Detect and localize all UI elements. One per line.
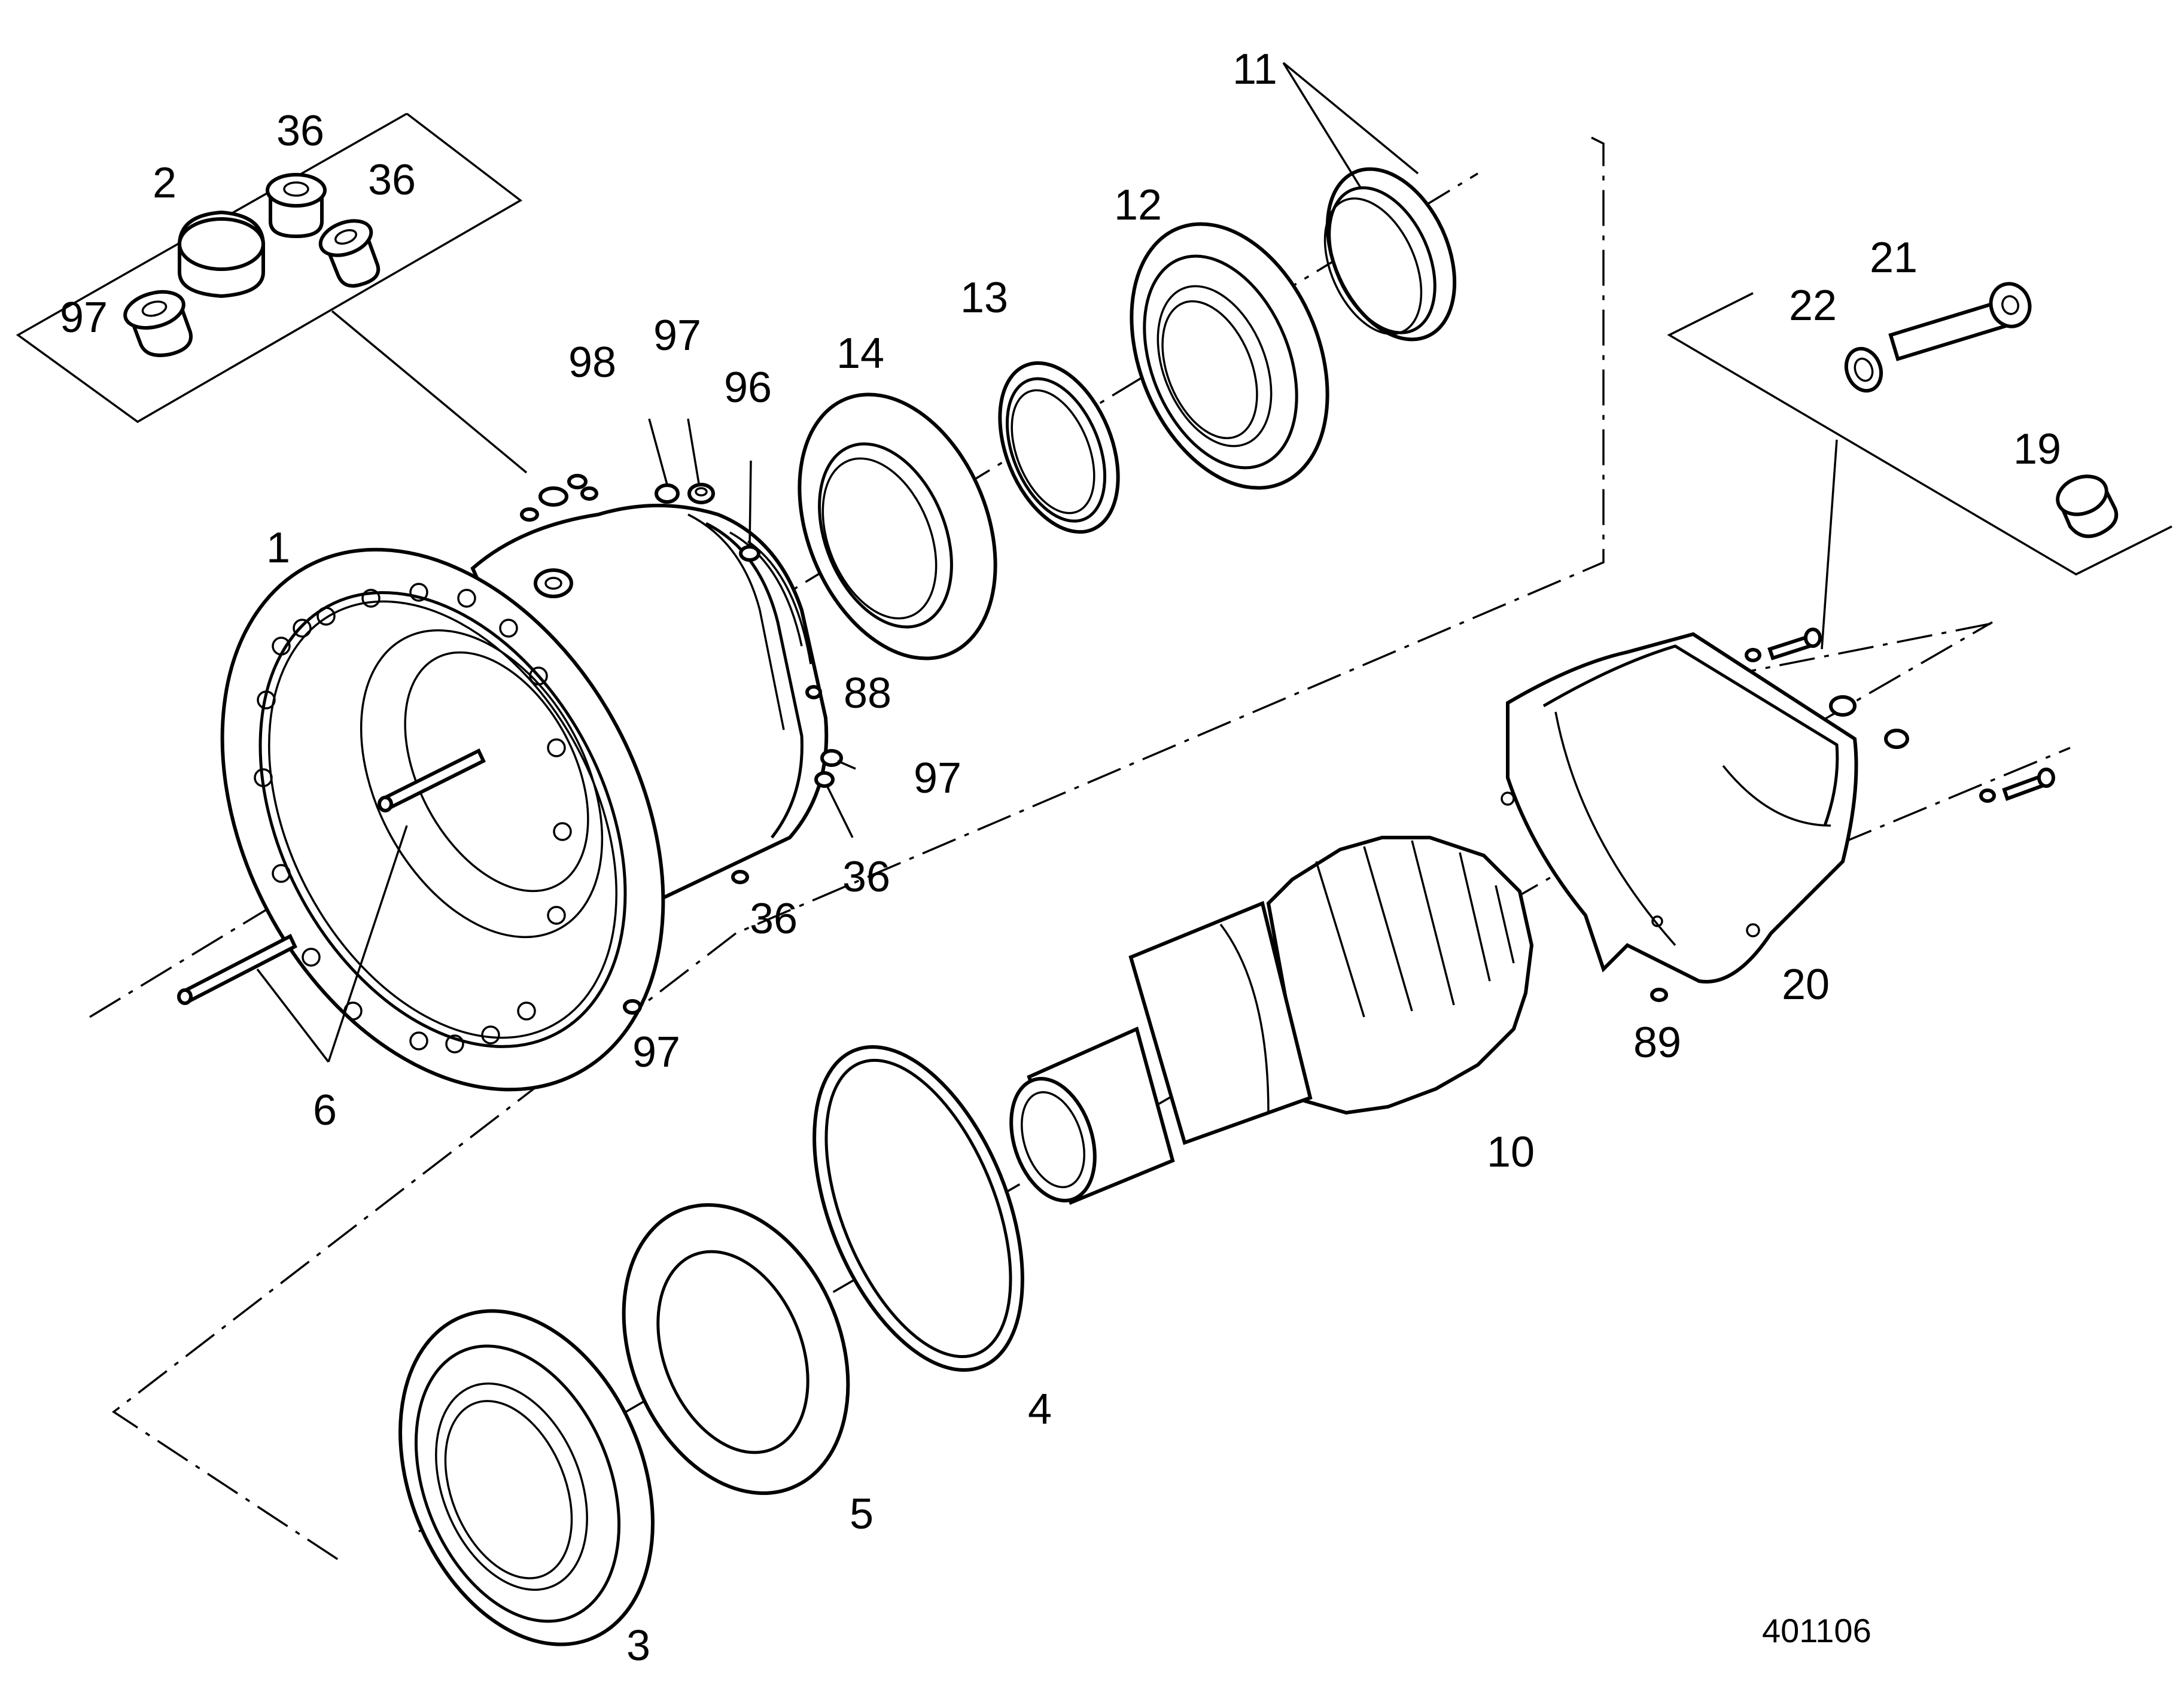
leader-lines bbox=[256, 62, 1419, 1063]
fitting-98 bbox=[655, 483, 680, 504]
fitting-36-bottom bbox=[731, 870, 749, 884]
callout-20: 20 bbox=[1782, 961, 1830, 1009]
callout-14: 14 bbox=[836, 330, 884, 377]
drawing-number: 401106 bbox=[1762, 1612, 1871, 1649]
cover-plugs bbox=[1650, 695, 1909, 1002]
fitting-97-right bbox=[820, 749, 843, 767]
bolt-21 bbox=[1888, 282, 2032, 361]
housing-top-plugs bbox=[520, 474, 598, 522]
housing-1 bbox=[220, 504, 829, 1092]
ring-11 bbox=[1323, 167, 1457, 342]
kit-frame-cover-hardware bbox=[1667, 292, 2172, 650]
callout-12: 12 bbox=[1114, 181, 1162, 229]
plug-cap-2 bbox=[178, 210, 265, 299]
callout-13: 13 bbox=[960, 274, 1008, 322]
callout-6: 6 bbox=[313, 1086, 337, 1134]
plug-19 bbox=[2056, 474, 2119, 538]
callout-36-kit-top: 36 bbox=[276, 107, 324, 155]
callout-36-kit-right: 36 bbox=[368, 156, 416, 204]
callout-97-kit: 97 bbox=[60, 294, 108, 342]
callout-1: 1 bbox=[266, 524, 290, 572]
callout-97-right: 97 bbox=[914, 754, 961, 802]
fitting-88 bbox=[805, 685, 822, 699]
callout-19: 19 bbox=[2013, 425, 2061, 473]
fitting-97-top bbox=[687, 483, 715, 504]
ring-4 bbox=[812, 1045, 1024, 1372]
bearing-3 bbox=[398, 1309, 655, 1646]
callout-2: 2 bbox=[153, 159, 176, 207]
plug-97-kit bbox=[123, 290, 193, 357]
washer-22 bbox=[1844, 346, 1883, 393]
callout-10: 10 bbox=[1487, 1128, 1535, 1176]
pinion-shaft-10 bbox=[1009, 836, 1534, 1205]
seal-13 bbox=[998, 361, 1120, 534]
callout-5: 5 bbox=[850, 1490, 874, 1538]
callout-36-right: 36 bbox=[842, 853, 890, 901]
flange-bolt-holes bbox=[254, 583, 572, 1054]
pin-6-lower bbox=[177, 933, 297, 1005]
callout-96: 96 bbox=[724, 364, 772, 412]
kit-frame-plugs bbox=[16, 112, 528, 474]
callout-97-bottom: 97 bbox=[632, 1028, 680, 1076]
callout-88: 88 bbox=[844, 669, 891, 717]
cover-bolt-lower bbox=[1979, 768, 2055, 803]
callout-21: 21 bbox=[1870, 234, 1918, 282]
plug-36-top bbox=[266, 173, 327, 239]
callout-11: 11 bbox=[1232, 45, 1277, 93]
callout-98: 98 bbox=[568, 339, 616, 386]
cover-20 bbox=[1501, 632, 1858, 984]
pin-6-upper bbox=[378, 748, 486, 812]
callout-22: 22 bbox=[1789, 282, 1837, 330]
callout-4: 4 bbox=[1028, 1386, 1052, 1433]
callout-36-bottom: 36 bbox=[750, 895, 798, 943]
spacer-5 bbox=[622, 1203, 850, 1495]
cover-bolt-upper bbox=[1745, 628, 1822, 662]
plug-36-right bbox=[318, 219, 381, 288]
fitting-36-right bbox=[814, 771, 835, 788]
fitting-97-bottom bbox=[623, 999, 642, 1015]
callout-89: 89 bbox=[1633, 1019, 1681, 1067]
callout-97-top: 97 bbox=[653, 312, 701, 360]
seal-carrier-14 bbox=[798, 392, 997, 660]
callout-3: 3 bbox=[626, 1622, 650, 1670]
callout-labels: 1 2 36 36 97 98 97 96 14 13 12 11 21 22 … bbox=[60, 45, 2061, 1670]
bearing-12 bbox=[1130, 222, 1329, 490]
fitting-96 bbox=[739, 545, 760, 562]
